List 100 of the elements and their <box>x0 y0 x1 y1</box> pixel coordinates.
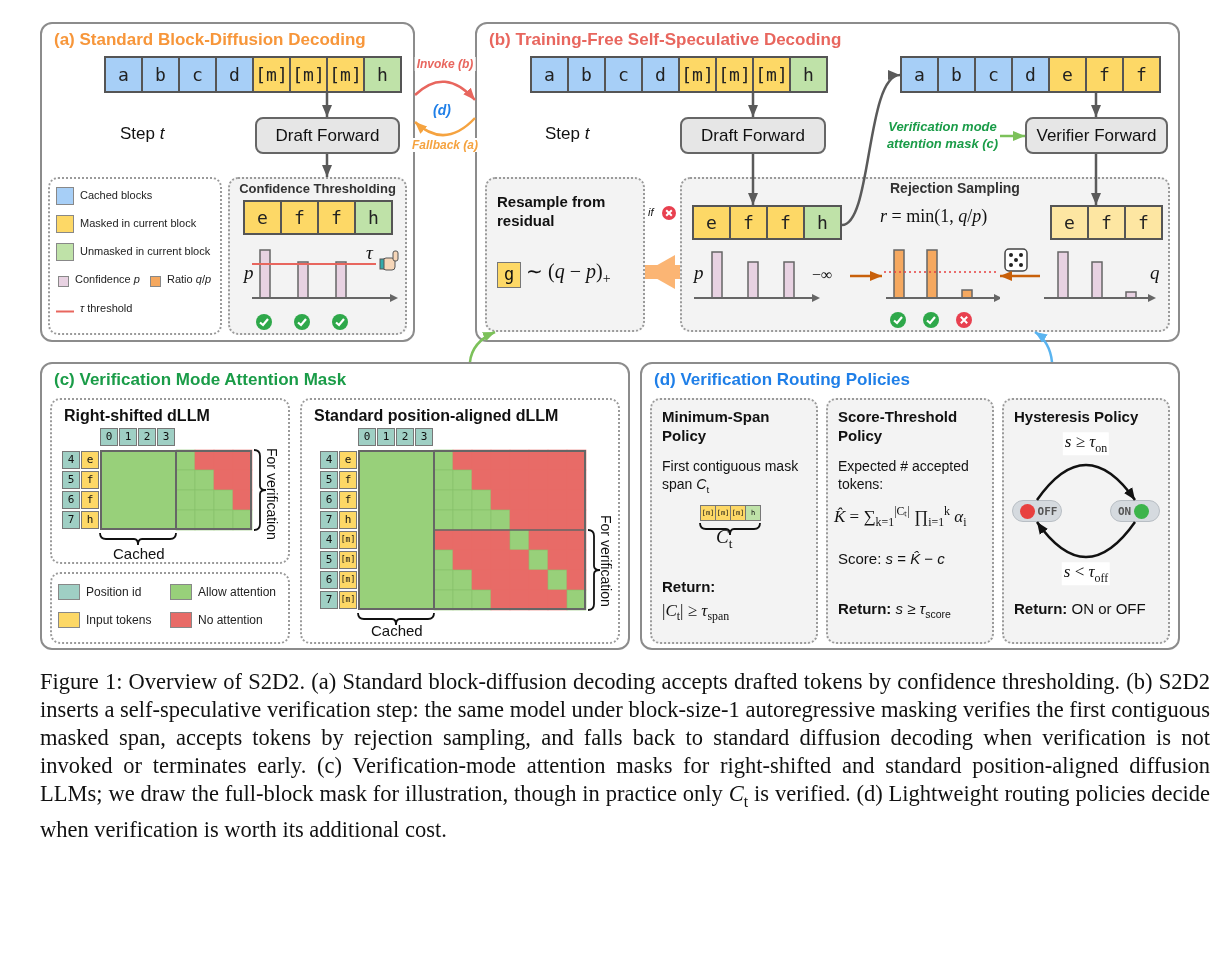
legend-text: Masked in current block <box>80 217 197 230</box>
text-label: −∞ <box>812 266 833 285</box>
text-label: p <box>244 262 254 284</box>
section-heading: Right-shifted dLLM <box>64 406 211 426</box>
token: [m] <box>289 56 328 93</box>
edge-label: Invoke (b) <box>414 57 476 71</box>
token: h <box>363 56 402 93</box>
token: [m] <box>339 531 357 549</box>
token-row <box>900 56 1161 93</box>
math-text: |C$_{t}$| ≥ τ$_{span}$ <box>662 600 731 625</box>
token-row <box>1050 205 1163 240</box>
section-heading: Rejection Sampling <box>890 180 1021 198</box>
position-id: 3 <box>157 428 175 446</box>
position-id: 6 <box>62 491 80 509</box>
position-id: 1 <box>377 428 395 446</box>
section-heading: Hysteresis Policy <box>1014 408 1140 427</box>
dotted-box <box>485 177 645 332</box>
section-heading: Resample from residual <box>497 193 607 231</box>
text-label: Cached <box>371 622 421 640</box>
body-text: First contiguous mask span C$_{t}$ <box>662 458 800 496</box>
section-heading: Minimum-Span Policy <box>662 408 771 446</box>
legend-text: Confidence p <box>75 273 140 285</box>
position-id: 4 <box>320 451 338 469</box>
token-row <box>104 56 402 93</box>
toggle-switch: ON <box>1110 500 1160 522</box>
arrow <box>748 154 758 205</box>
token: h <box>81 511 99 529</box>
annotation-text: For verification <box>264 448 281 540</box>
token: [m] <box>339 591 357 609</box>
panel-title: (b) Training-Free Self-Speculative Decoding <box>489 29 843 51</box>
position-id: 7 <box>62 511 80 529</box>
position-id: 2 <box>396 428 414 446</box>
token-row <box>243 200 393 235</box>
text-label: ∼ (q − p)$_{+}$ <box>526 260 611 288</box>
legend-text: τ threshold <box>80 302 133 314</box>
position-id: 3 <box>415 428 433 446</box>
token: c <box>604 56 643 93</box>
text-label: Step t <box>120 124 165 144</box>
section-heading: Standard position-aligned dLLM <box>314 406 560 426</box>
process-box: Draft Forward <box>680 117 826 154</box>
arrow <box>414 117 476 137</box>
edge-label: Fallback (a) <box>410 138 480 152</box>
token: f <box>729 205 768 240</box>
process-box: Verifier Forward <box>1025 117 1168 154</box>
text-label: q <box>1150 262 1160 284</box>
token: a <box>530 56 569 93</box>
text-label: τ <box>366 242 373 264</box>
position-id: 7 <box>320 591 338 609</box>
dotted-box <box>228 177 407 335</box>
arrow <box>841 73 901 227</box>
legend-text: Position id <box>86 584 142 599</box>
arrow <box>1091 154 1101 205</box>
legend-text: Ratio q/p <box>167 273 212 285</box>
edge-label: s ≥ τ$_{on}$ <box>1062 432 1110 456</box>
arrow <box>850 271 882 281</box>
dotted-box <box>650 398 818 644</box>
token: f <box>766 205 805 240</box>
legend-text: Input tokens <box>86 612 152 627</box>
token: g <box>497 262 521 288</box>
figure-caption: Figure 1: Overview of S2D2. (a) Standard block-diffusion decoding accepts drafted tokens by confidence thresholding. (b) S2D2 inserts a self-speculative verification step: the same model under block-size-1 autoregressive masking verifies the first contiguous masked span, accepts tokens by rejection sampling, and falls back to standard diffusion decoding when verification is not invoked or terminates early. (c) Verification-mode attention masks for right-shifted and standard position-aligned diffusion LLMs; we draw the full-block mask for illustration, though in practice only C$_{t}$ is verified. (d) Lightweight routing policies decide when verification is worth its additional cost. <box>40 668 1210 844</box>
token: a <box>900 56 939 93</box>
token: h <box>339 511 357 529</box>
legend-text: Allow attention <box>198 584 277 599</box>
token: d <box>1011 56 1050 93</box>
math-text: K̂ = ∑$_{k=1}$$^{|Cₜ|}$ ∏$_{i=1}$$^{k}$ α$_{i}$ <box>834 504 968 530</box>
token: f <box>1122 56 1161 93</box>
text-label: r = min(1, q/p) <box>880 206 988 227</box>
dotted-box <box>680 177 1170 332</box>
section-heading: Confidence Thresholding <box>238 181 397 198</box>
panel <box>640 362 1180 650</box>
legend-text: Unmasked in current block <box>80 245 211 258</box>
token-row <box>530 56 828 93</box>
toggle-switch: OFF <box>1012 500 1062 522</box>
token: c <box>178 56 217 93</box>
arrow <box>1036 521 1136 559</box>
position-id: 2 <box>138 428 156 446</box>
token: a <box>104 56 143 93</box>
token: d <box>215 56 254 93</box>
token: f <box>81 491 99 509</box>
position-id: 5 <box>62 471 80 489</box>
token: f <box>1124 205 1163 240</box>
token: [m] <box>326 56 365 93</box>
token: h <box>803 205 842 240</box>
position-id: 0 <box>100 428 118 446</box>
token: [m] <box>752 56 791 93</box>
panel-title: (a) Standard Block-Diffusion Decoding <box>54 29 367 51</box>
token: h <box>354 200 393 235</box>
position-id: 7 <box>320 511 338 529</box>
legend-text: Cached blocks <box>80 189 153 202</box>
token: e <box>81 451 99 469</box>
token: f <box>339 471 357 489</box>
return-label: Return: <box>662 578 717 597</box>
token: h <box>789 56 828 93</box>
arrow <box>1000 271 1040 281</box>
token: [m] <box>339 551 357 569</box>
position-id: 4 <box>62 451 80 469</box>
arrow <box>414 80 476 101</box>
arrow <box>645 255 680 289</box>
arrow <box>322 93 332 117</box>
panel-title: (c) Verification Mode Attention Mask <box>54 369 348 391</box>
